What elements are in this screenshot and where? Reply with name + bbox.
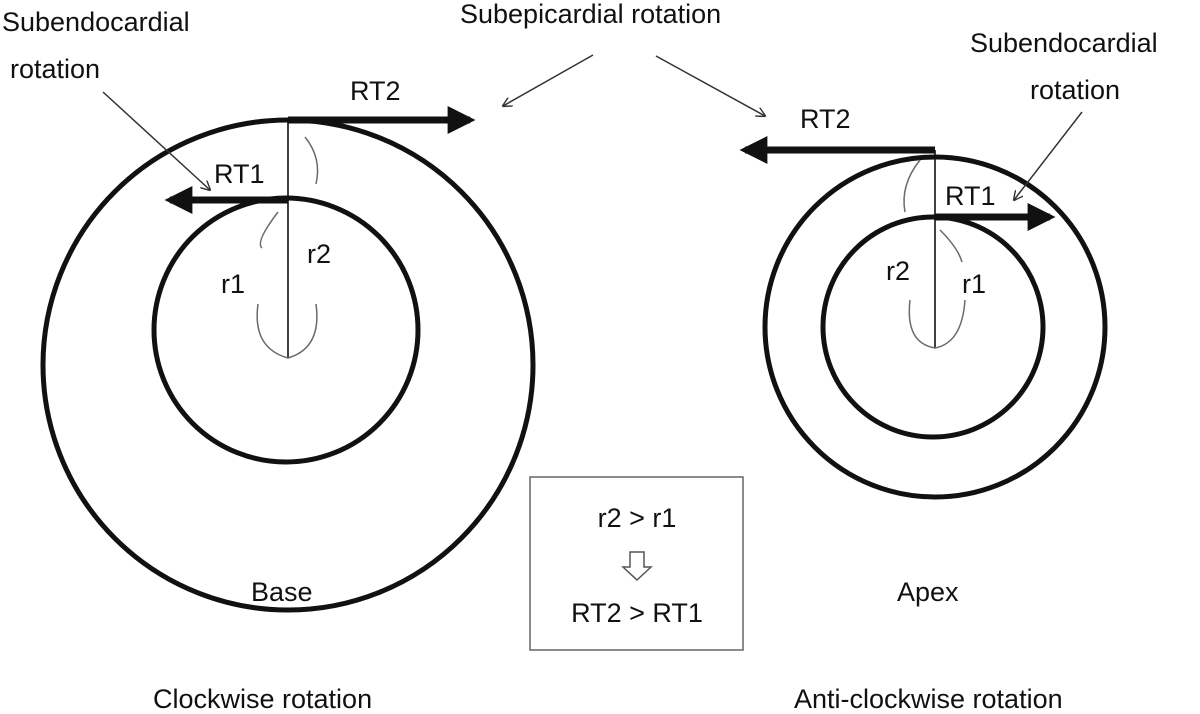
right-subendocardial-label-line2: rotation: [1030, 75, 1120, 105]
left-subendocardial-label-line1: Subendocardial: [2, 7, 190, 37]
base-diagram: RT2 RT1 r1 r2: [40, 76, 536, 613]
base-inner-ring: [151, 195, 421, 465]
subepicardial-pointer-right: [655, 55, 765, 116]
base-r1-curve: [259, 211, 279, 249]
anticlockwise-rotation-label: Anti-clockwise rotation: [794, 684, 1063, 714]
implies-down-arrow-icon: [621, 551, 653, 582]
relation-box: r2 > r1 RT2 > RT1: [529, 476, 744, 651]
base-rt2-label: RT2: [350, 76, 401, 106]
apex-diagram: RT2 RT1 r2 r1: [739, 104, 1108, 500]
left-subendocardial-pointer: [102, 91, 210, 190]
apex-bottom-curve: [908, 299, 966, 349]
clockwise-rotation-label: Clockwise rotation: [153, 684, 372, 714]
base-r2-label: r2: [307, 239, 331, 269]
subepicardial-rotation-label: Subepicardial rotation: [460, 0, 721, 29]
relation-conclusion: RT2 > RT1: [571, 598, 703, 628]
left-subendocardial-label-line2: rotation: [10, 54, 100, 84]
base-rt1-label: RT1: [214, 159, 265, 189]
apex-rt2-label: RT2: [800, 104, 851, 134]
apex-r1-label: r1: [962, 269, 986, 299]
relation-premise: r2 > r1: [598, 503, 677, 533]
apex-label: Apex: [897, 577, 959, 607]
base-r1-label: r1: [221, 269, 245, 299]
apex-rt1-label: RT1: [945, 181, 996, 211]
apex-r2-curve: [903, 159, 921, 213]
apex-inner-ring: [820, 214, 1046, 440]
base-label: Base: [251, 577, 313, 607]
apex-r2-label: r2: [886, 256, 910, 286]
apex-r1-curve: [939, 229, 963, 263]
base-bottom-curve: [256, 303, 318, 359]
base-r2-curve: [304, 136, 319, 185]
right-subendocardial-pointer: [1014, 111, 1083, 200]
right-subendocardial-label-line1: Subendocardial: [970, 28, 1158, 58]
subepicardial-pointer-left: [503, 54, 594, 106]
